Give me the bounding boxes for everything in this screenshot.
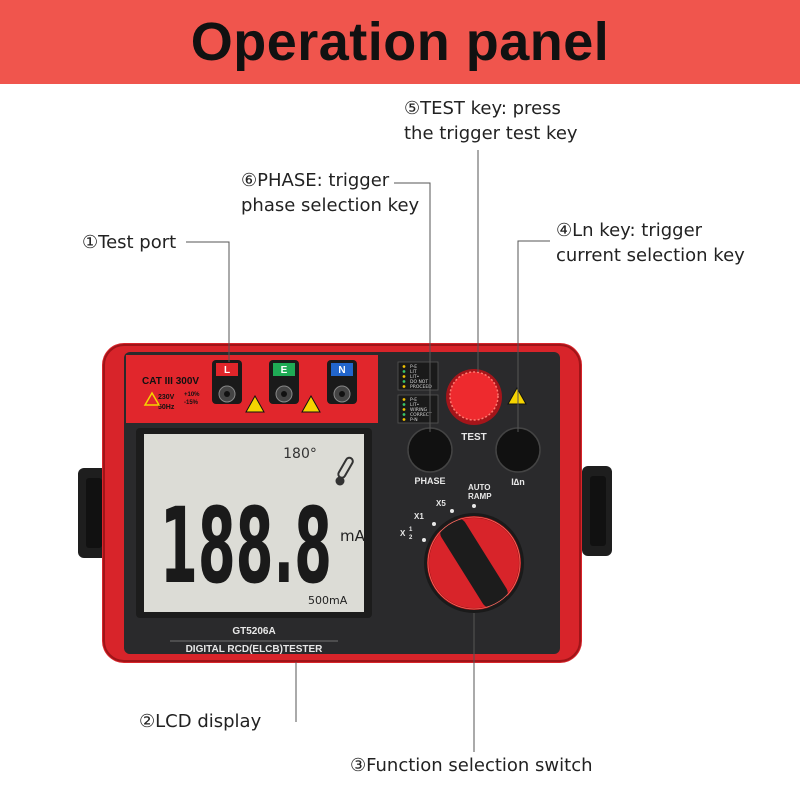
indicator-text-line: LIT•: [410, 402, 419, 408]
switch-x1-label: X1: [414, 512, 424, 521]
warning-icon: [301, 394, 321, 413]
callout-test-port: ①Test port: [82, 232, 177, 253]
indicator-lamp: [402, 413, 406, 416]
indicator-text-line: PROCEED: [410, 384, 432, 390]
indicator-lamp: [402, 418, 406, 421]
indicator-text-line: P-E: [410, 397, 417, 403]
lcd-unit: mA: [340, 527, 366, 545]
test-button-label: TEST: [461, 432, 487, 443]
switch-x-half-label: X: [400, 529, 406, 538]
ln-button[interactable]: [495, 427, 541, 473]
test-button[interactable]: [450, 372, 498, 420]
lcd-screen: [144, 434, 364, 612]
port-n-label: N: [338, 365, 345, 376]
tolerance-minus: -15%: [184, 400, 199, 406]
indicator-lamp: [402, 375, 406, 378]
indicator-text-line: LIT: [410, 369, 417, 375]
indicator-text-line: CORRECT: [410, 412, 432, 418]
rating-frequency: 50Hz: [158, 404, 175, 411]
header-banner: Operation panel: [0, 0, 800, 84]
switch-pointer: [440, 518, 508, 608]
thermometer-icon: [335, 456, 354, 486]
svg-text:2: 2: [409, 535, 413, 541]
indicator-text-line: P-E: [410, 364, 417, 370]
port-e-label: E: [281, 365, 288, 376]
indicator-lamp: [402, 370, 406, 373]
warning-icon: [507, 386, 527, 405]
indicator-lamp: [402, 398, 406, 401]
indicator-text-line: WIRING: [410, 407, 428, 413]
warning-icon: [143, 391, 161, 406]
indicator-lamp: [402, 380, 406, 383]
phase-button-label: PHASE: [414, 476, 445, 486]
callout-function-switch: ③Function selection switch: [350, 755, 593, 776]
tolerance-plus: +10%: [184, 392, 200, 398]
rating-voltage: 230V: [158, 394, 175, 401]
lcd-range: 500mA: [308, 594, 348, 607]
callout-ln-key: ④Ln key: trigger current selection key: [556, 220, 745, 266]
indicator-text-line: DO NOT: [410, 379, 428, 385]
page-title: Operation panel: [190, 12, 610, 72]
port-l-label: L: [224, 365, 230, 376]
indicator-lamp: [402, 403, 406, 406]
ln-button-label: I∆n: [511, 477, 525, 487]
leader-lines: [186, 150, 550, 752]
phase-button[interactable]: [407, 427, 453, 473]
indicator-lamp: [402, 365, 406, 368]
warning-icon: [245, 394, 265, 413]
callout-lcd-display: ②LCD display: [139, 711, 262, 732]
callout-phase-key: ⑥PHASE: trigger phase selection key: [241, 170, 420, 216]
lcd-reading: 188.8: [160, 485, 332, 607]
product-name: DIGITAL RCD(ELCB)TESTER: [186, 644, 324, 655]
indicator-text-line: LIT•: [410, 374, 419, 380]
indicator-lamp: [402, 385, 406, 388]
switch-x5-label: X5: [436, 499, 446, 508]
callout-test-key: ⑤TEST key: press the trigger test key: [404, 98, 578, 144]
switch-auto-label: AUTO: [468, 483, 491, 492]
switch-ramp-label: RAMP: [468, 492, 492, 501]
indicator-lamp: [402, 408, 406, 411]
indicator-text-line: P-N: [410, 417, 418, 423]
model-label: GT5206A: [232, 626, 275, 637]
svg-text:1: 1: [409, 527, 413, 533]
category-label: CAT III 300V: [142, 376, 199, 387]
lcd-angle: 180°: [283, 446, 317, 462]
